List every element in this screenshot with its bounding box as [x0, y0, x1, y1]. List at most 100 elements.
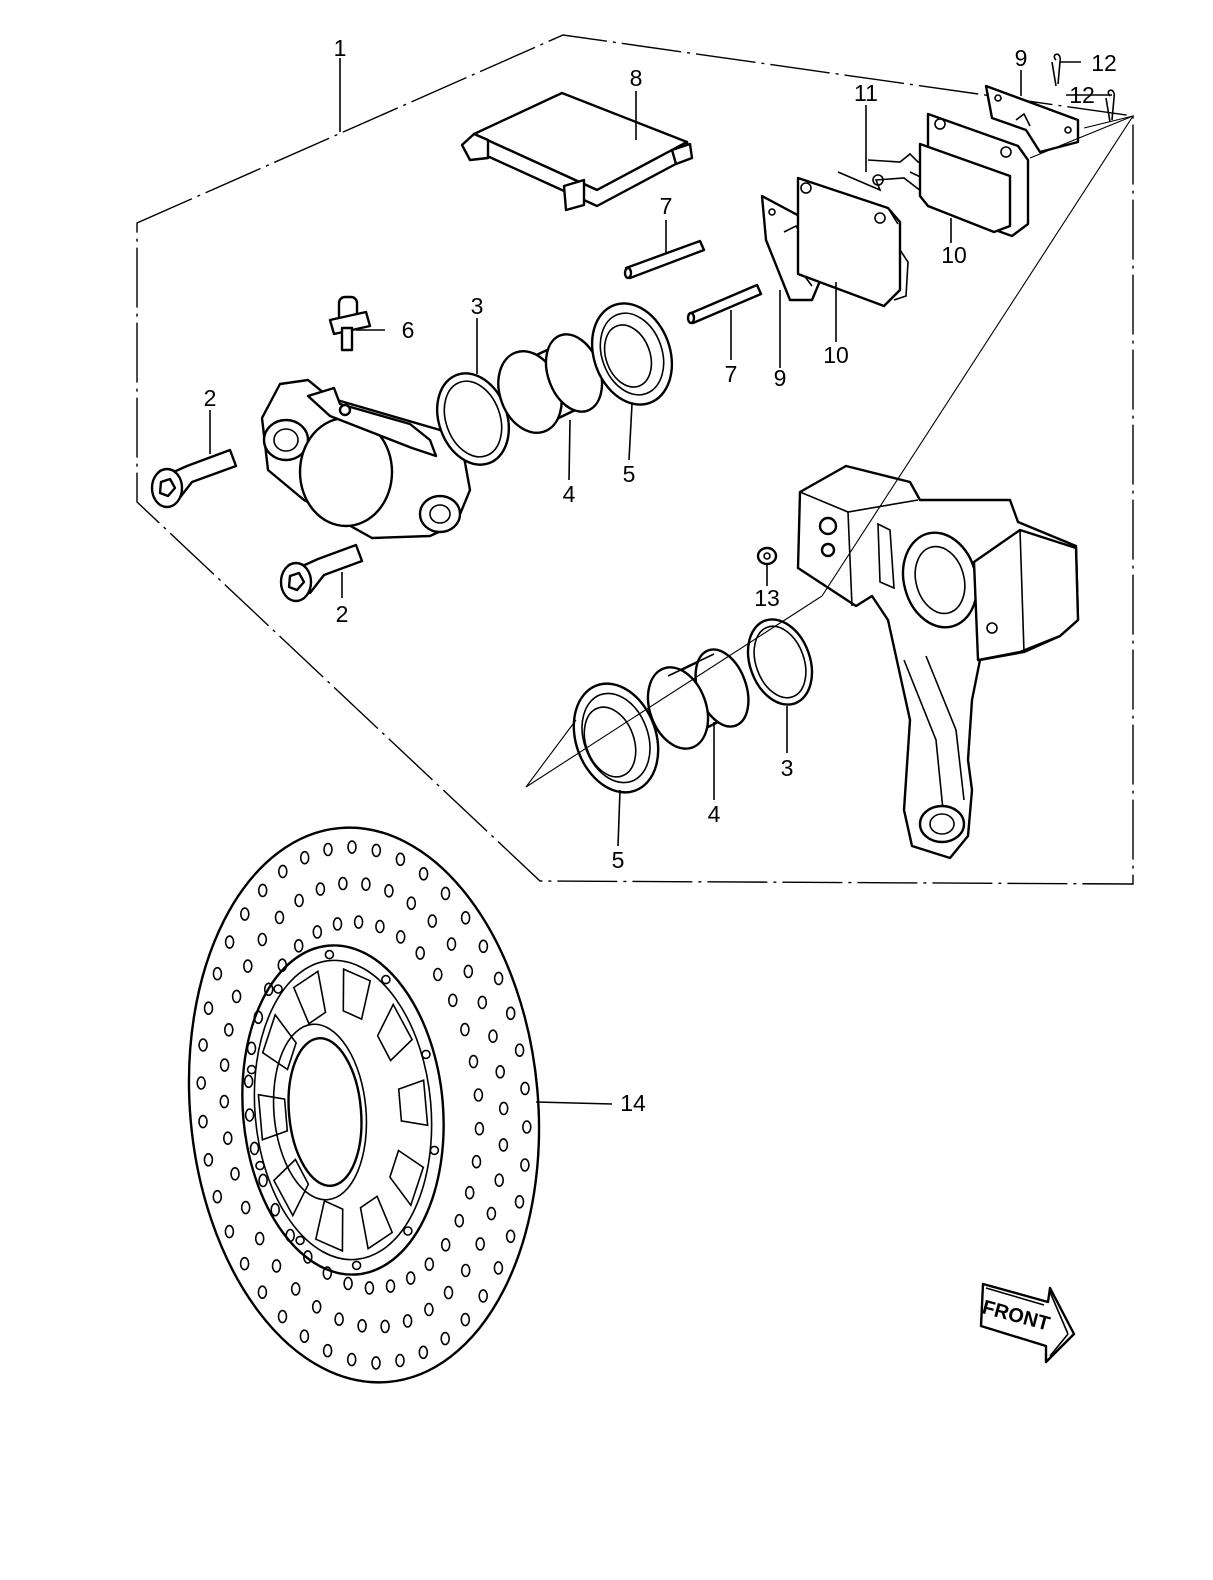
disc-drill-hole — [311, 1300, 322, 1314]
disc-mount-hole — [429, 1145, 440, 1156]
disc-hub-window — [376, 1002, 414, 1062]
disc-drill-hole — [463, 964, 474, 979]
disc-drill-hole — [402, 1314, 413, 1328]
disc-drill-hole — [447, 993, 458, 1008]
disc-drill-hole — [385, 1279, 396, 1293]
disc-drill-hole — [224, 1224, 235, 1239]
disc-drill-hole — [475, 1237, 486, 1251]
disc-hub-window — [397, 1079, 429, 1127]
disc-drill-hole — [315, 882, 326, 896]
disc-drill-hole — [474, 1121, 485, 1136]
disc-mount-hole — [421, 1049, 431, 1060]
disc-drill-hole — [384, 883, 394, 898]
disc-drill-hole — [371, 843, 382, 858]
disc-drill-hole — [257, 883, 268, 898]
disc-drill-hole — [203, 1001, 214, 1016]
disc-mount-hole — [295, 1235, 305, 1246]
disc-hub-window — [261, 1013, 297, 1071]
disc-drill-hole — [424, 1302, 434, 1317]
disc-drill-hole — [521, 1120, 532, 1134]
disc-drill-hole — [294, 893, 304, 908]
disc-drill-hole — [302, 1250, 313, 1264]
disc-drill-hole — [312, 925, 323, 939]
disc-drill-hole — [322, 1266, 333, 1280]
disc-hub-window — [314, 1199, 344, 1253]
brake-pad-right — [918, 112, 1030, 238]
disc-drill-hole — [203, 1153, 214, 1167]
disc-drill-hole — [371, 1356, 381, 1370]
disc-drill-hole — [338, 876, 348, 891]
disc-drill-hole — [257, 1285, 268, 1299]
disc-drill-hole — [254, 1231, 265, 1246]
disc-drill-hole — [495, 1065, 506, 1079]
disc-mount-hole — [273, 984, 283, 994]
disc-drill-hole — [346, 1352, 357, 1367]
disc-drill-hole — [505, 1006, 516, 1021]
disc-drill-hole — [347, 840, 357, 854]
disc-hub-window — [359, 1195, 394, 1251]
disc-drill-hole — [488, 1029, 498, 1043]
disc-drill-hole — [498, 1101, 509, 1116]
disc-drill-hole — [271, 1259, 282, 1273]
callout-13: 13 — [754, 585, 780, 611]
disc-hub-window — [292, 969, 327, 1025]
disc-drill-hole — [486, 1206, 497, 1221]
disc-drill-hole — [332, 917, 343, 931]
washer — [756, 546, 778, 566]
disc-drill-hole — [219, 1058, 230, 1072]
disc-drill-hole — [464, 1185, 475, 1200]
disc-drill-hole — [460, 910, 471, 925]
disc-drill-hole — [520, 1081, 530, 1096]
cotter-pin-upper — [1051, 53, 1061, 87]
pad-shim-right — [984, 84, 1080, 154]
disc-drill-hole — [471, 1154, 482, 1169]
disc-mount-hole — [324, 949, 335, 960]
disc-drill-hole — [299, 1329, 310, 1343]
callout-9-right: 9 — [1015, 45, 1028, 71]
disc-drill-hole — [460, 1312, 471, 1327]
disc-drill-hole — [212, 1189, 223, 1204]
disc-drill-hole — [478, 939, 489, 954]
callout-5-lower: 5 — [612, 847, 625, 873]
callout-12-upper: 12 — [1091, 50, 1117, 76]
disc-drill-hole — [473, 1088, 484, 1102]
dust-boot-lower — [572, 682, 660, 794]
disc-drill-hole — [243, 1074, 254, 1089]
disc-hub-window — [257, 1093, 289, 1141]
disc-drill-hole — [322, 1343, 333, 1358]
pad-pin-lower — [686, 283, 763, 325]
brake-disc — [187, 826, 541, 1384]
disc-drill-hole — [443, 1285, 454, 1300]
disc-drill-hole — [230, 1167, 240, 1181]
disc-drill-hole — [498, 1138, 509, 1152]
disc-drill-hole — [380, 1319, 390, 1334]
callout-6: 6 — [402, 317, 415, 343]
disc-drill-hole — [258, 1173, 268, 1188]
disc-drill-hole — [246, 1041, 257, 1056]
disc-drill-hole — [277, 1309, 288, 1324]
disc-drill-hole — [493, 971, 504, 986]
disc-drill-hole — [395, 852, 406, 867]
callout-3-lower: 3 — [781, 755, 794, 781]
disc-mount-hole — [255, 1160, 265, 1171]
disc-drill-hole — [353, 915, 364, 929]
disc-drill-hole — [343, 1276, 353, 1291]
disc-mount-hole — [403, 1226, 413, 1236]
callout-4-lower: 4 — [708, 801, 721, 827]
disc-drill-hole — [493, 1261, 504, 1275]
disc-drill-hole — [468, 1054, 479, 1069]
brake-pad-left — [796, 176, 909, 308]
disc-mount-hole — [381, 974, 391, 985]
disc-hub-window — [272, 1158, 310, 1218]
disc-drill-hole — [290, 1282, 301, 1296]
disc-drill-hole — [478, 1289, 489, 1303]
piston-seal-lower — [746, 618, 814, 706]
callout-5-upper: 5 — [623, 461, 636, 487]
disc-drill-hole — [514, 1043, 525, 1057]
disc-drill-hole — [505, 1229, 516, 1244]
callout-3-upper: 3 — [471, 293, 484, 319]
caliper-bolt-lower — [279, 543, 364, 603]
disc-drill-hole — [198, 1038, 208, 1052]
disc-drill-hole — [270, 1202, 281, 1217]
